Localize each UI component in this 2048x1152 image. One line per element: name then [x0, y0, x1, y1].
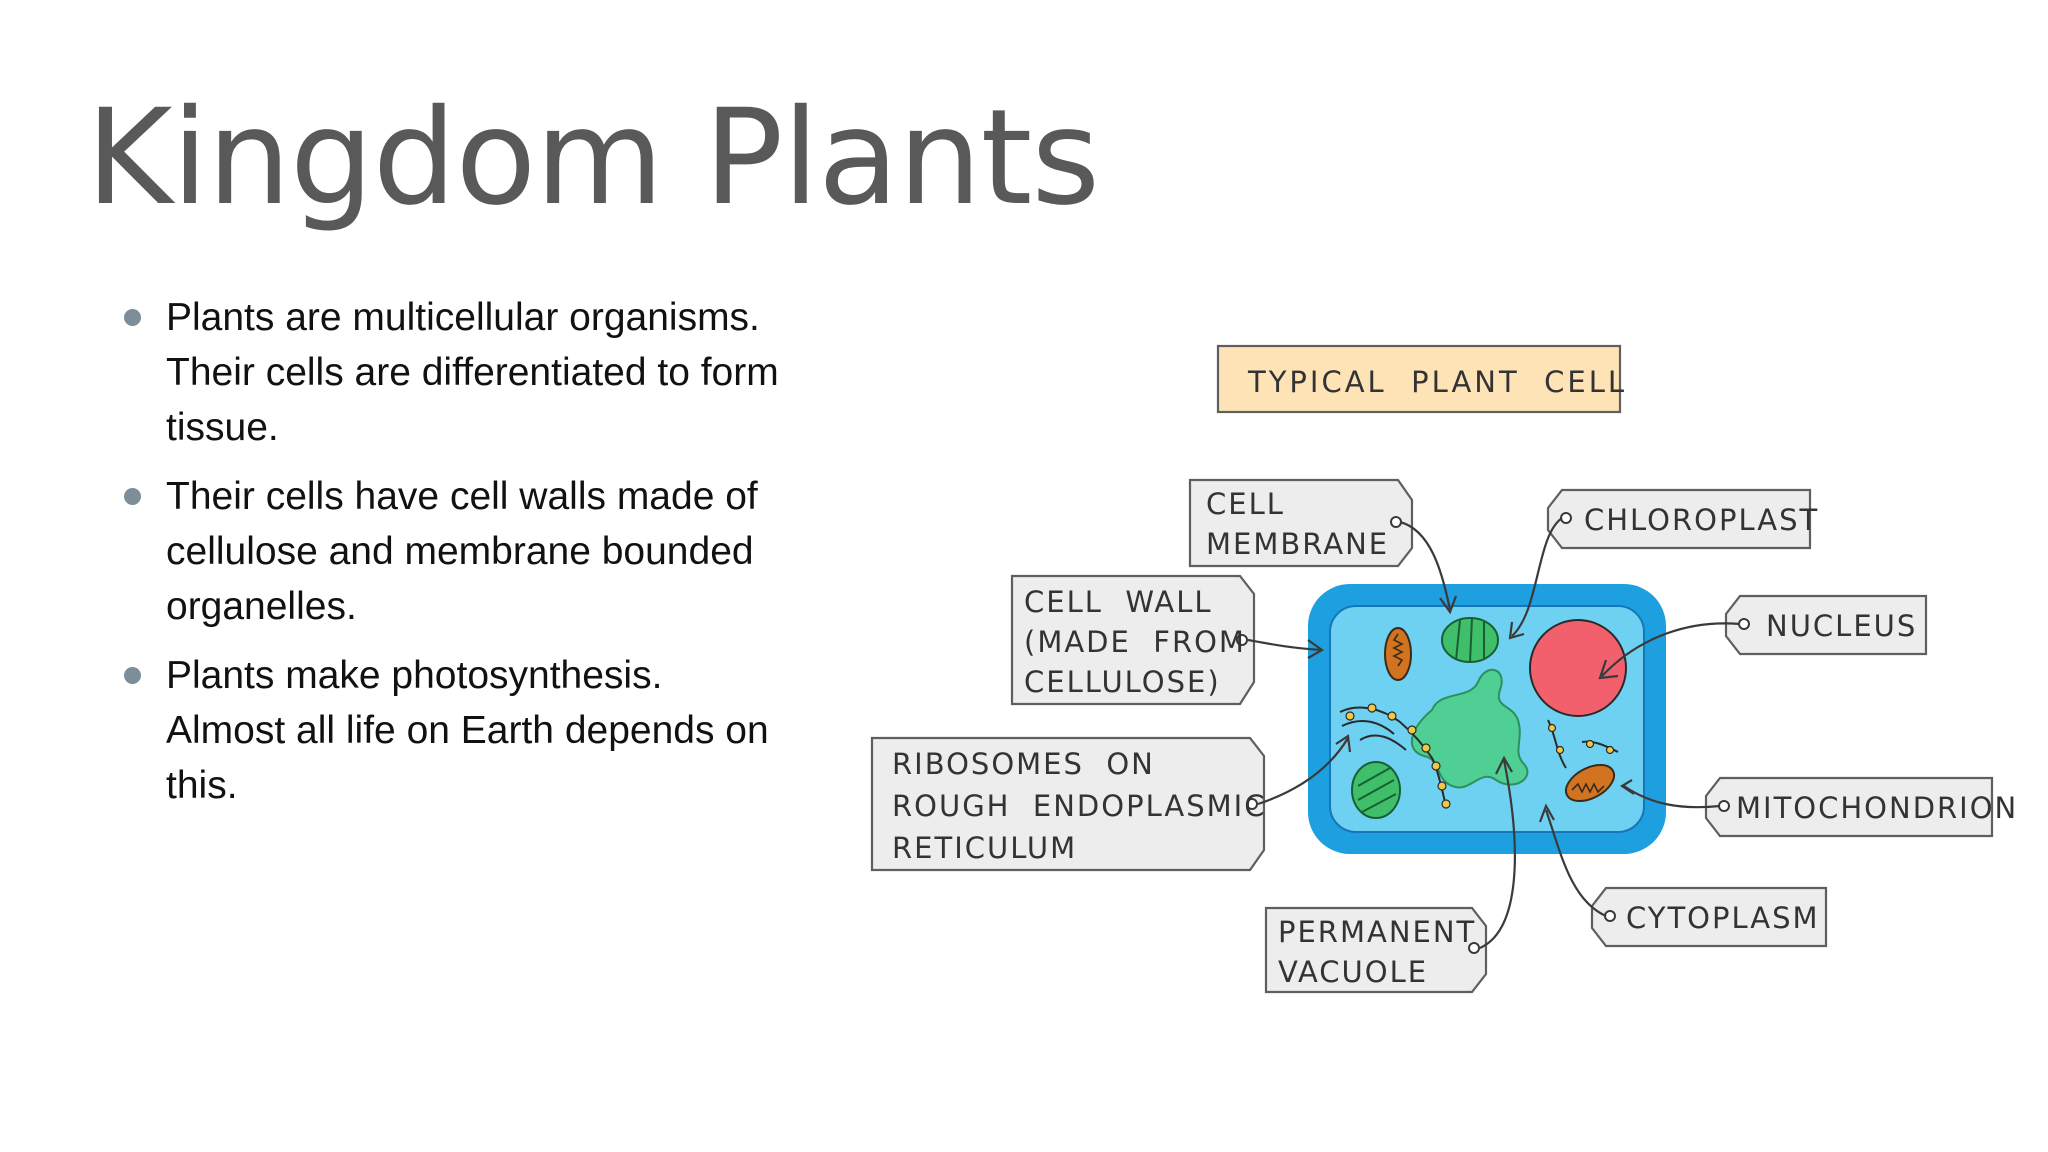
label-text: CELL — [1206, 487, 1285, 521]
label-text: PERMANENT — [1278, 915, 1476, 949]
bullet-line: Plants are multicellular organisms. — [166, 296, 760, 339]
mitochondrion-shape — [1564, 763, 1616, 803]
chloroplast-shape — [1351, 761, 1401, 819]
bullet-line: cellulose and membrane bounded — [166, 530, 754, 573]
label-text: (MADE FROM — [1024, 625, 1246, 659]
label-text: MEMBRANE — [1206, 527, 1389, 561]
bullet-line: Plants make photosynthesis. — [166, 654, 663, 697]
label-cytoplasm: CYTOPLASM — [1538, 803, 1828, 948]
bullet-line: Their cells have cell walls made of — [166, 475, 758, 518]
bullet-item: Plants are multicellular organisms. Thei… — [120, 290, 840, 455]
bullet-line: Their cells are differentiated to form — [166, 351, 779, 394]
label-text: CELL WALL — [1024, 585, 1213, 619]
label-text: RETICULUM — [892, 831, 1077, 865]
diagram-title-box — [1216, 344, 1622, 414]
ribosome-dots — [1345, 703, 1615, 809]
label-text: NUCLEUS — [1766, 609, 1917, 643]
label-text: CELLULOSE) — [1024, 665, 1221, 699]
bullet-dot-icon — [124, 488, 141, 505]
slide-title: Kingdom Plants — [86, 81, 1100, 235]
label-text: VACUOLE — [1278, 955, 1428, 989]
bullet-list: Plants are multicellular organisms. Thei… — [120, 290, 840, 827]
label-cell-wall: CELL WALL (MADE FROM CELLULOSE) — [1010, 574, 1325, 706]
mitochondrion-shape — [1384, 627, 1412, 681]
bullet-dot-icon — [124, 667, 141, 684]
label-cell-membrane: CELL MEMBRANE — [1188, 478, 1458, 615]
label-mitochondrion: MITOCHONDRION — [1619, 776, 2018, 838]
plant-cell — [1308, 584, 1666, 854]
bullet-line: this. — [166, 764, 238, 807]
label-text: CYTOPLASM — [1626, 901, 1820, 935]
bullet-line: tissue. — [166, 406, 279, 449]
bullet-item: Plants make photosynthesis. Almost all l… — [120, 648, 840, 813]
label-permanent-vacuole: PERMANENT VACUOLE — [1264, 755, 1516, 994]
bullet-item: Their cells have cell walls made of cell… — [120, 469, 840, 634]
label-nucleus: NUCLEUS — [1598, 594, 1928, 680]
label-text: RIBOSOMES ON — [892, 747, 1155, 781]
bullet-dot-icon — [124, 309, 141, 326]
bullet-line: Almost all life on Earth depends on — [166, 709, 769, 752]
label-text: ROUGH ENDOPLASMIC — [892, 789, 1266, 823]
label-text: CHLOROPLAST — [1584, 503, 1819, 537]
diagram-title: TYPICAL PLANT CELL — [1247, 365, 1627, 399]
label-text: MITOCHONDRION — [1736, 791, 2018, 825]
label-ribosomes: RIBOSOMES ON ROUGH ENDOPLASMIC RETICULUM — [870, 734, 1352, 872]
bullet-line: organelles. — [166, 585, 357, 628]
chloroplast-shape — [1441, 617, 1499, 663]
label-chloroplast: CHLOROPLAST — [1508, 488, 1819, 640]
nucleus-shape — [1529, 619, 1627, 717]
